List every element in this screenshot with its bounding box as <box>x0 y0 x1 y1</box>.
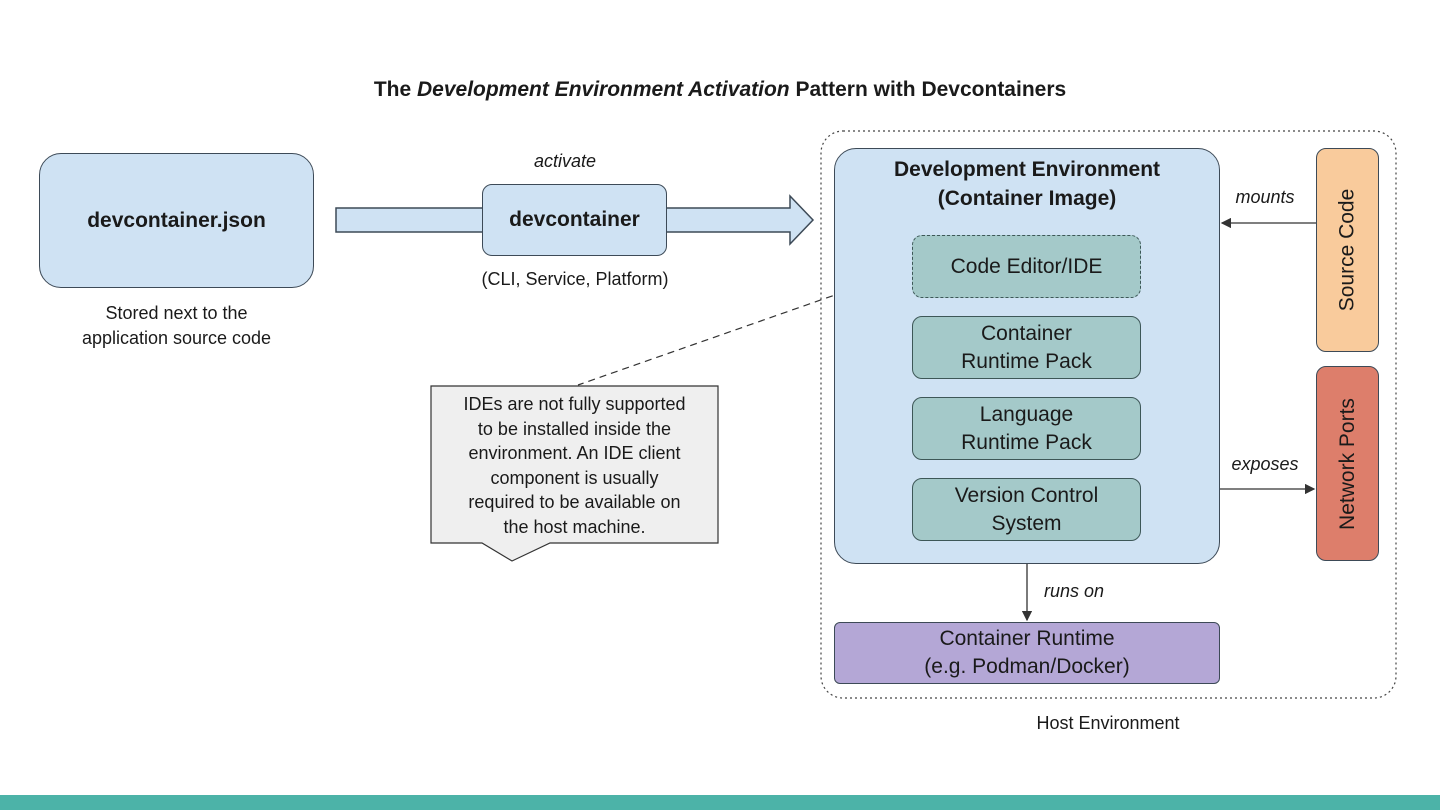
code-editor-ide-label: Code Editor/IDE <box>950 254 1103 278</box>
container-runtime-line-1: Container Runtime <box>939 627 1115 650</box>
runs-on-label: runs on <box>1043 581 1105 601</box>
devcontainer-json-label: devcontainer.json <box>87 208 266 232</box>
dev-env-title-line-2: (Container Image) <box>937 187 1117 210</box>
exposes-label: exposes <box>1231 454 1299 474</box>
title-emphasis: Development Environment Activation <box>416 78 790 101</box>
host-environment-label: Host Environment <box>1036 713 1180 733</box>
container-runtime-line-2: (e.g. Podman/Docker) <box>924 655 1130 678</box>
callout-line-1: IDEs are not fully supported <box>463 394 686 414</box>
network-ports-label: Network Ports <box>1335 397 1359 530</box>
title-suffix: Pattern with Devcontainers <box>789 78 1067 101</box>
source-code-label: Source Code <box>1335 188 1359 312</box>
host-environment-border <box>820 130 1397 699</box>
source-code-box: Source Code <box>1316 148 1379 352</box>
callout-line-4: component is usually <box>490 467 659 488</box>
container-runtime-pack-box: Container Runtime Pack <box>912 316 1141 379</box>
development-environment-title: Development Environment (Container Image… <box>834 155 1220 213</box>
activate-label: activate <box>533 151 597 171</box>
language-runtime-pack-line-1: Language <box>979 402 1074 426</box>
footer-accent-bar <box>0 795 1440 810</box>
dev-env-title-line-1: Development Environment <box>893 158 1161 181</box>
devcontainer-json-caption: Stored next to the application source co… <box>39 301 314 351</box>
diagram-title: The Development Environment Activation P… <box>0 78 1440 102</box>
version-control-line-1: Version Control <box>954 483 1099 507</box>
title-prefix: The <box>373 78 417 101</box>
language-runtime-pack-box: Language Runtime Pack <box>912 397 1141 460</box>
version-control-system-box: Version Control System <box>912 478 1141 541</box>
container-runtime-pack-line-1: Container <box>980 321 1073 345</box>
callout-line-5: required to be available on <box>468 492 681 512</box>
callout-line-3: environment. An IDE client <box>468 443 681 463</box>
mounts-label: mounts <box>1235 187 1295 207</box>
devcontainer-label: devcontainer <box>509 208 640 231</box>
callout-text: IDEs are not fully supported to be insta… <box>431 392 718 539</box>
callout-leader-line <box>577 267 913 386</box>
language-runtime-pack-line-2: Runtime Pack <box>961 430 1092 454</box>
container-runtime-pack-line-2: Runtime Pack <box>961 349 1092 373</box>
devcontainer-box: devcontainer <box>482 184 667 256</box>
callout-bubble <box>430 385 719 562</box>
version-control-line-2: System <box>991 511 1062 535</box>
code-editor-ide-box: Code Editor/IDE <box>912 235 1141 298</box>
container-runtime-box: Container Runtime (e.g. Podman/Docker) <box>834 622 1220 684</box>
callout-line-6: the host machine. <box>503 516 646 537</box>
caption-line-2: application source code <box>81 328 272 348</box>
caption-line-1: Stored next to the <box>105 303 248 323</box>
network-ports-box: Network Ports <box>1316 366 1379 561</box>
devcontainer-caption: (CLI, Service, Platform) <box>481 269 669 289</box>
callout-line-2: to be installed inside the <box>477 418 672 439</box>
devcontainer-json-box: devcontainer.json <box>39 153 314 288</box>
